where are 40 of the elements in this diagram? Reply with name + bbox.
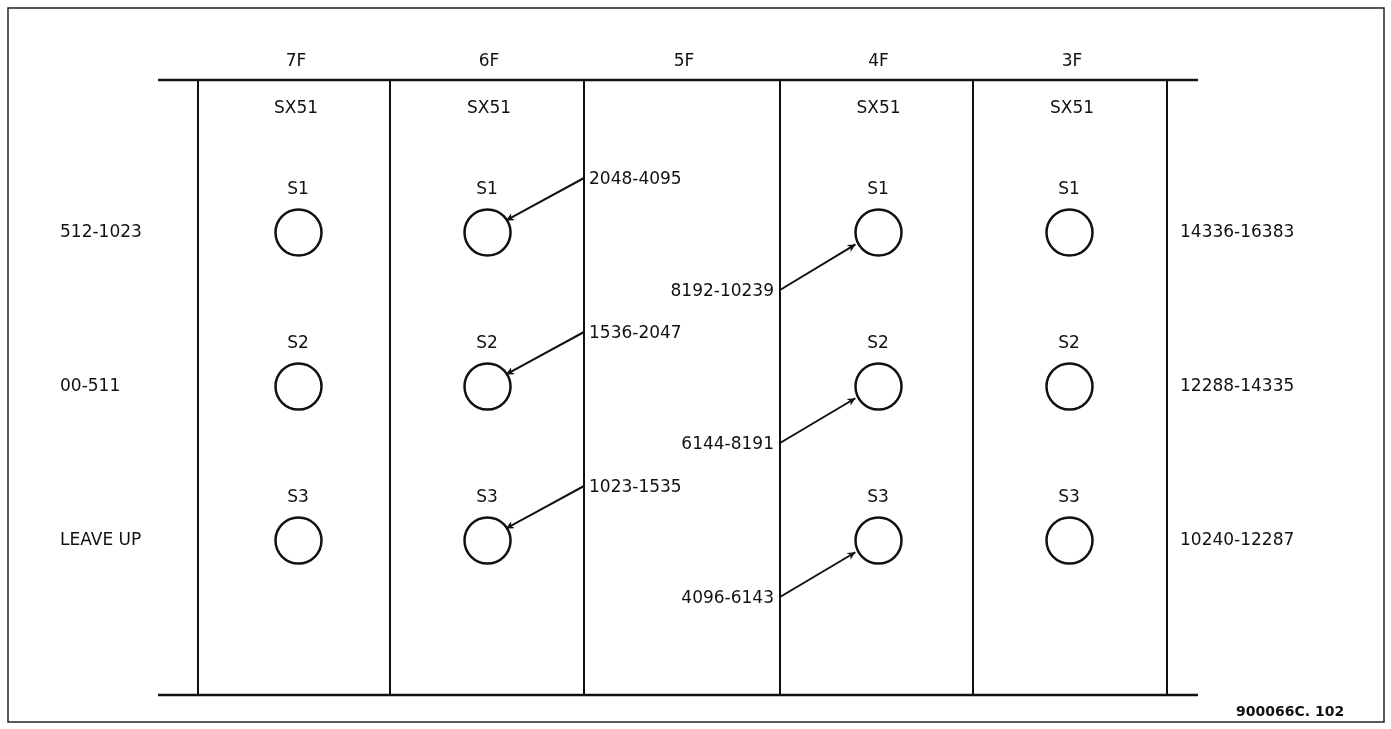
range-label: 2048-4095 xyxy=(589,166,719,190)
range-label: 1536-2047 xyxy=(589,320,719,344)
switch-label: S2 xyxy=(866,331,890,353)
switch-label: S2 xyxy=(1057,331,1081,353)
switch-label: S1 xyxy=(475,177,499,199)
range-label: 6144-8191 xyxy=(638,431,774,455)
range-label: 1023-1535 xyxy=(589,474,719,498)
switch-label: S3 xyxy=(1057,485,1081,507)
range-label: LEAVE UP xyxy=(60,528,142,550)
figure-number: 900066C. 102 xyxy=(1236,702,1345,721)
part-label: SX51 xyxy=(855,96,902,118)
column-heading: 7F xyxy=(284,49,308,71)
range-label: 12288-14335 xyxy=(1180,374,1295,396)
arrow xyxy=(505,485,585,530)
column-heading: 4F xyxy=(867,49,890,71)
range-label: 00-511 xyxy=(60,374,121,396)
range-label: 512-1023 xyxy=(60,220,142,242)
column-heading: 6F xyxy=(477,49,501,71)
range-label: 8192-10239 xyxy=(638,278,774,302)
column-heading: 3F xyxy=(1060,49,1084,71)
arrow xyxy=(779,243,857,291)
arrow xyxy=(779,551,857,598)
part-label: SX51 xyxy=(465,96,513,118)
switch-label: S3 xyxy=(475,485,499,507)
arrow xyxy=(505,331,585,376)
part-label: SX51 xyxy=(272,96,320,118)
switch-label: S3 xyxy=(866,485,890,507)
switch-label: S1 xyxy=(1057,177,1081,199)
switch-label: S3 xyxy=(286,485,310,507)
switch-label: S2 xyxy=(475,331,499,353)
part-label: SX51 xyxy=(1048,96,1096,118)
range-label: 14336-16383 xyxy=(1180,220,1295,242)
range-label: 4096-6143 xyxy=(638,585,774,609)
arrow xyxy=(505,177,585,222)
arrow xyxy=(779,397,857,444)
switch-label: S1 xyxy=(866,177,890,199)
switch-label: S1 xyxy=(286,177,310,199)
switch-label: S2 xyxy=(286,331,310,353)
range-label: 10240-12287 xyxy=(1180,528,1295,550)
column-heading: 5F xyxy=(672,49,696,71)
